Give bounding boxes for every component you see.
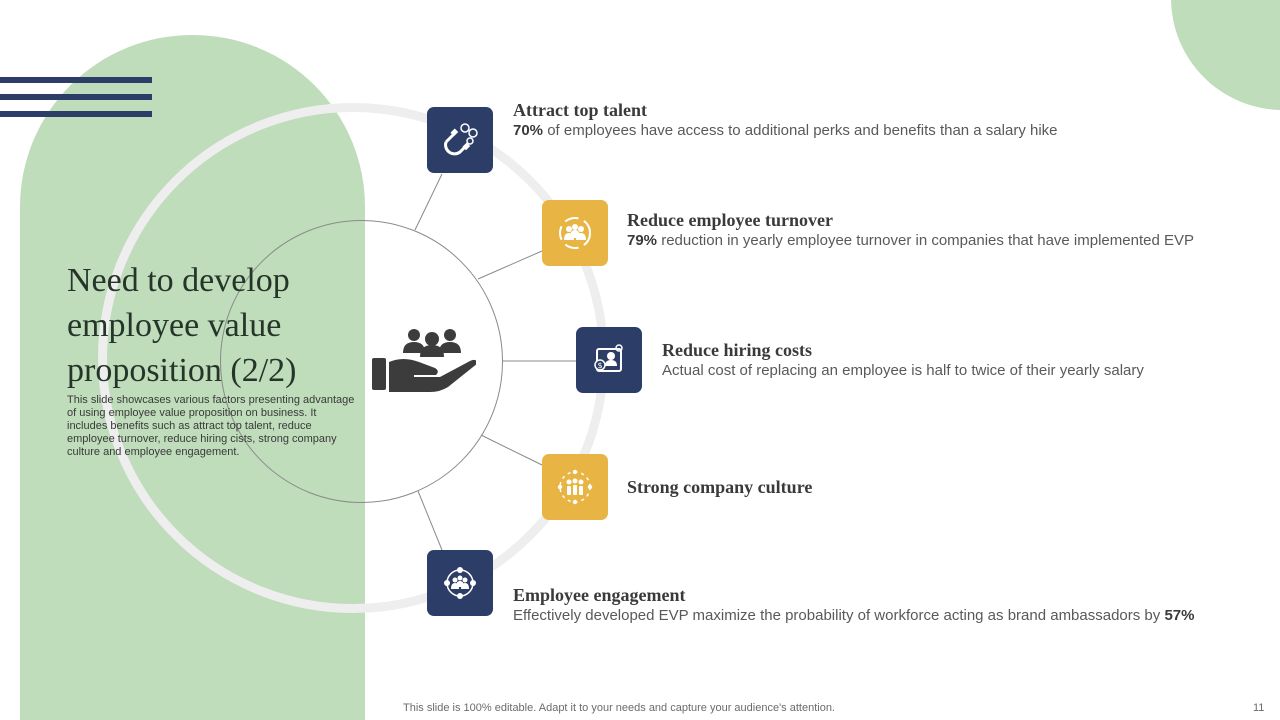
svg-text:$: $	[597, 361, 602, 370]
company-culture-tile	[542, 454, 608, 520]
item-desc-employee-engagement: Effectively developed EVP maximize the p…	[513, 606, 1194, 626]
page-number: 11	[1253, 702, 1265, 714]
connector-line	[417, 490, 443, 551]
hiring-cost-icon: $	[594, 344, 623, 372]
stat-text: of employees have access to additional p…	[543, 122, 1058, 139]
slide-description: This slide showcases various factors pre…	[67, 394, 355, 458]
decor-stripe	[0, 111, 152, 117]
connector-line	[414, 173, 443, 231]
stat-text: Actual cost of replacing an employee is …	[662, 362, 1144, 379]
team-cycle-icon	[559, 217, 591, 249]
item-title-attract-talent: Attract top talent	[513, 100, 647, 120]
item-desc-reduce-turnover: 79% reduction in yearly employee turnove…	[627, 231, 1194, 251]
connector-line	[480, 434, 543, 466]
reduce-turnover-tile	[542, 200, 608, 266]
magnet-attracting-people-icon	[444, 123, 478, 156]
item-title-employee-engagement: Employee engagement	[513, 585, 686, 605]
stat-text: Effectively developed EVP maximize the p…	[513, 607, 1165, 624]
item-desc-reduce-hiring-costs: Actual cost of replacing an employee is …	[662, 361, 1144, 381]
item-title-company-culture: Strong company culture	[627, 477, 813, 497]
reduce-hiring-costs-tile: $	[576, 327, 642, 393]
decor-stripe	[0, 94, 152, 100]
attract-talent-tile	[427, 107, 493, 173]
connector-line	[477, 250, 543, 280]
footer-note: This slide is 100% editable. Adapt it to…	[403, 702, 835, 714]
stat-text: reduction in yearly employee turnover in…	[657, 232, 1194, 249]
decor-stripe	[0, 77, 152, 83]
stat-value: 57%	[1164, 607, 1195, 624]
item-title-reduce-turnover: Reduce employee turnover	[627, 210, 833, 230]
hand-holding-people-icon	[372, 329, 476, 392]
engagement-network-icon	[444, 567, 476, 599]
stat-value: 79%	[627, 232, 658, 249]
page-title: Need to develop employee value propositi…	[67, 262, 297, 389]
item-desc-attract-talent: 70% of employees have access to addition…	[513, 121, 1058, 141]
employee-engagement-tile	[427, 550, 493, 616]
stat-value: 70%	[513, 122, 544, 139]
center-hub-circle	[220, 220, 503, 503]
team-network-icon	[557, 469, 593, 505]
item-title-reduce-hiring-costs: Reduce hiring costs	[662, 340, 812, 360]
